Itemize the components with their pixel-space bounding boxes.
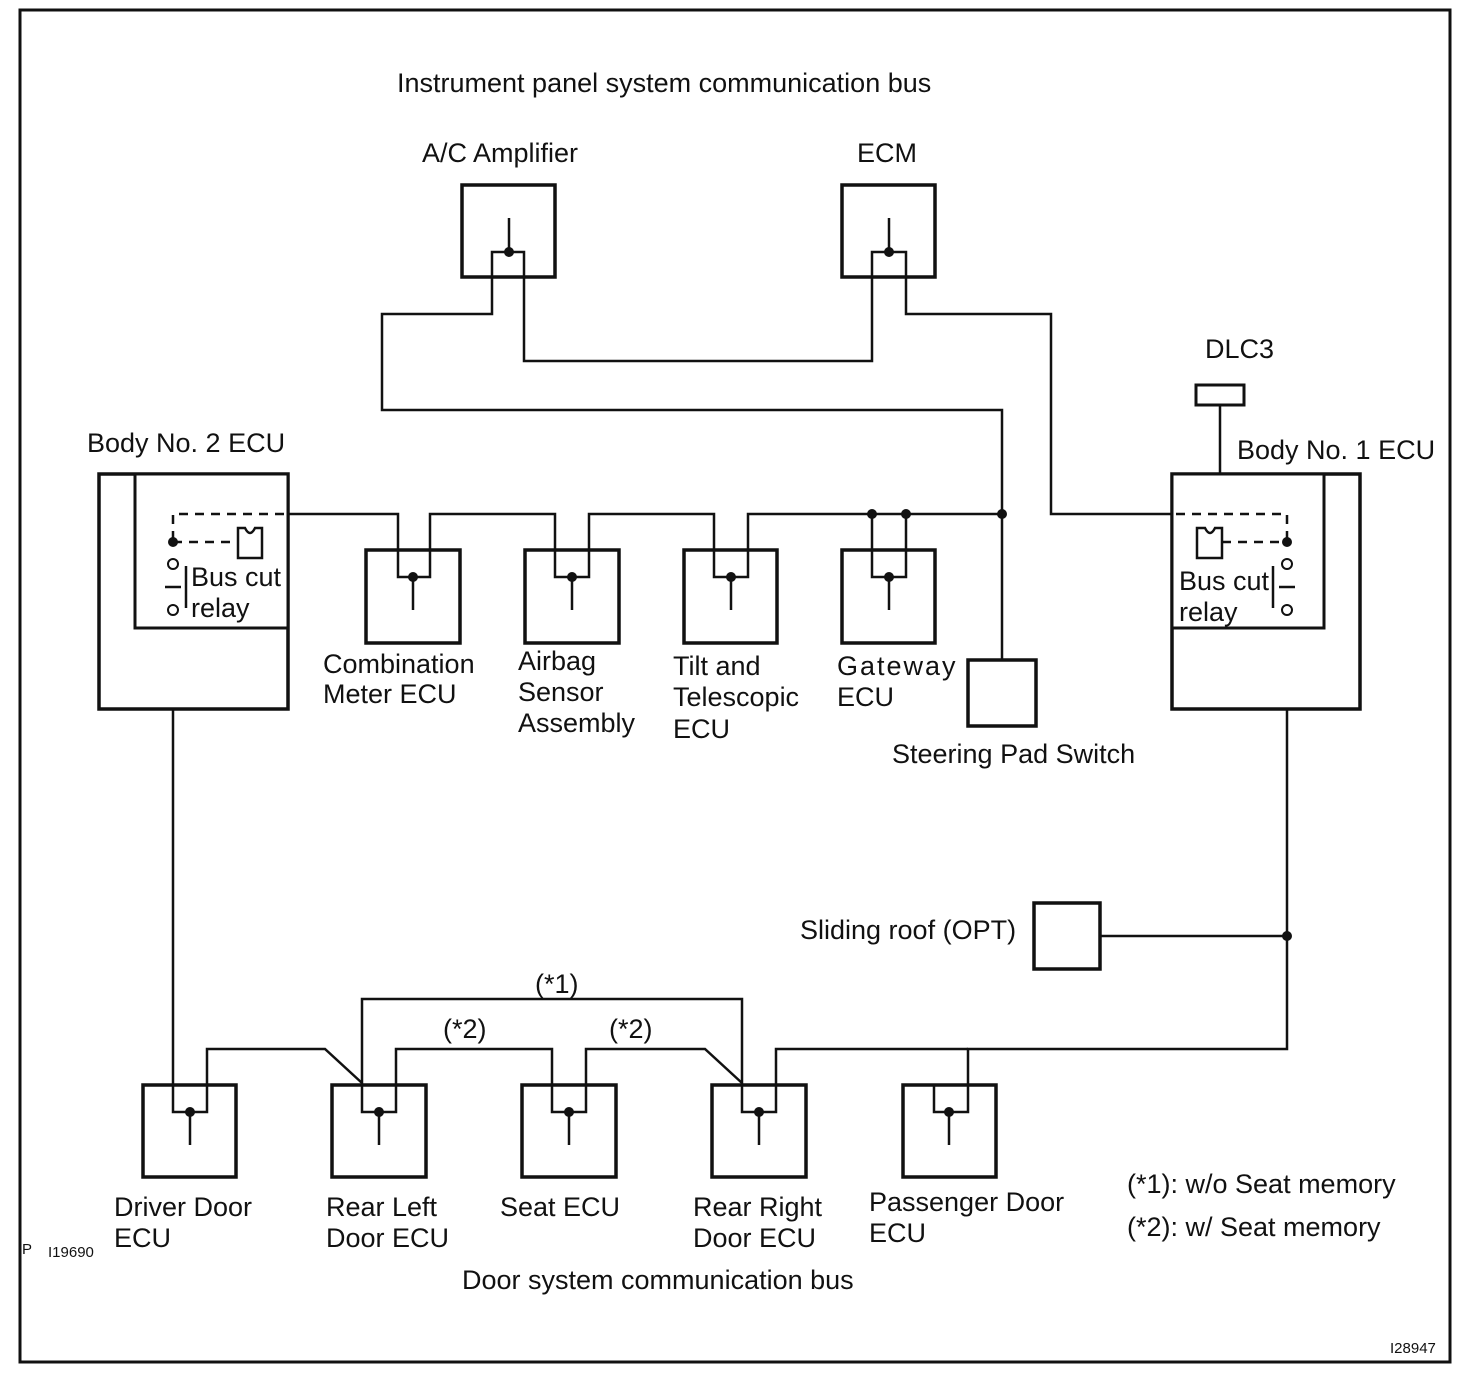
wire-star1 xyxy=(360,997,744,1083)
ac-amplifier-module xyxy=(460,183,557,279)
label-rear-right-2: Door ECU xyxy=(693,1223,816,1253)
ecm-module xyxy=(840,183,937,279)
wire-star2-right xyxy=(584,1047,743,1112)
passenger-door-module xyxy=(901,1083,998,1179)
label-rear-right-1: Rear Right xyxy=(693,1192,823,1222)
label-rear-left-2: Door ECU xyxy=(326,1223,449,1253)
wire-body1-to-doors xyxy=(966,616,1289,1112)
label-rear-left-1: Rear Left xyxy=(326,1192,438,1222)
label-relay-left-1: Bus cut xyxy=(191,562,282,592)
code-right: I28947 xyxy=(1390,1340,1436,1357)
marker-star2-left: (*2) xyxy=(443,1014,487,1044)
legend-item-1: (*1): w/o Seat memory xyxy=(1127,1169,1396,1199)
marker-star1: (*1) xyxy=(535,969,579,999)
label-relay-right-1: Bus cut xyxy=(1179,566,1270,596)
label-body-no1-ecu: Body No. 1 ECU xyxy=(1237,435,1435,465)
seat-ecu-module xyxy=(520,1083,618,1179)
code-left: I19690 xyxy=(48,1244,94,1261)
label-passenger-door-1: Passenger Door xyxy=(869,1187,1064,1217)
label-tilt-1: Tilt and xyxy=(673,651,761,681)
tilt-telescopic-module xyxy=(682,548,779,645)
label-airbag-3: Assembly xyxy=(518,708,636,738)
body-no1-ecu-module xyxy=(1170,472,1362,711)
wire-ecm-to-body1 xyxy=(904,252,1172,516)
gateway-module xyxy=(840,548,937,645)
code-p: P xyxy=(22,1241,32,1258)
wire-ac-to-ecm xyxy=(522,252,874,363)
label-relay-left-2: relay xyxy=(191,593,250,623)
label-driver-door-2: ECU xyxy=(114,1223,171,1253)
dlc3-connector xyxy=(1194,383,1246,407)
label-ac-amplifier: A/C Amplifier xyxy=(422,138,578,168)
label-sliding-roof: Sliding roof (OPT) xyxy=(800,915,1016,945)
marker-star2-right: (*2) xyxy=(609,1014,653,1044)
airbag-sensor-module xyxy=(523,548,621,645)
junction-dot xyxy=(901,509,911,519)
label-steering-pad: Steering Pad Switch xyxy=(892,739,1135,769)
junction-dot xyxy=(1282,931,1292,941)
label-airbag-1: Airbag xyxy=(518,646,596,676)
rear-right-door-module xyxy=(710,1083,808,1179)
label-airbag-2: Sensor xyxy=(518,677,604,707)
label-ecm: ECM xyxy=(857,138,917,168)
body-no2-ecu-module xyxy=(97,472,290,711)
steering-pad-switch-module xyxy=(966,658,1038,728)
junction-dot xyxy=(867,509,877,519)
wire-door-bus xyxy=(205,1047,363,1112)
label-tilt-3: ECU xyxy=(673,714,730,744)
label-driver-door-1: Driver Door xyxy=(114,1192,252,1222)
label-dlc3: DLC3 xyxy=(1205,334,1274,364)
legend-item-2: (*2): w/ Seat memory xyxy=(1127,1212,1381,1242)
label-seat-ecu: Seat ECU xyxy=(500,1192,620,1222)
diagram-title: Instrument panel system communication bu… xyxy=(397,68,931,98)
junction-dot xyxy=(997,509,1007,519)
bottom-title: Door system communication bus xyxy=(462,1265,854,1295)
label-relay-right-2: relay xyxy=(1179,597,1238,627)
label-gateway-2: ECU xyxy=(837,682,894,712)
wire-star2-left xyxy=(394,1047,554,1112)
label-gateway-1: Gateway xyxy=(837,651,958,681)
label-tilt-2: Telescopic xyxy=(673,682,799,712)
wire-ac-to-steering xyxy=(380,252,1004,660)
combination-meter-module xyxy=(364,548,462,645)
label-combination-meter-1: Combination xyxy=(323,649,475,679)
diagram-frame xyxy=(18,8,1452,1364)
rear-left-door-module xyxy=(330,1083,428,1179)
label-passenger-door-2: ECU xyxy=(869,1218,926,1248)
label-body-no2-ecu: Body No. 2 ECU xyxy=(87,428,285,458)
driver-door-module xyxy=(141,1083,238,1179)
label-combination-meter-2: Meter ECU xyxy=(323,679,457,709)
sliding-roof-module xyxy=(1032,901,1102,971)
